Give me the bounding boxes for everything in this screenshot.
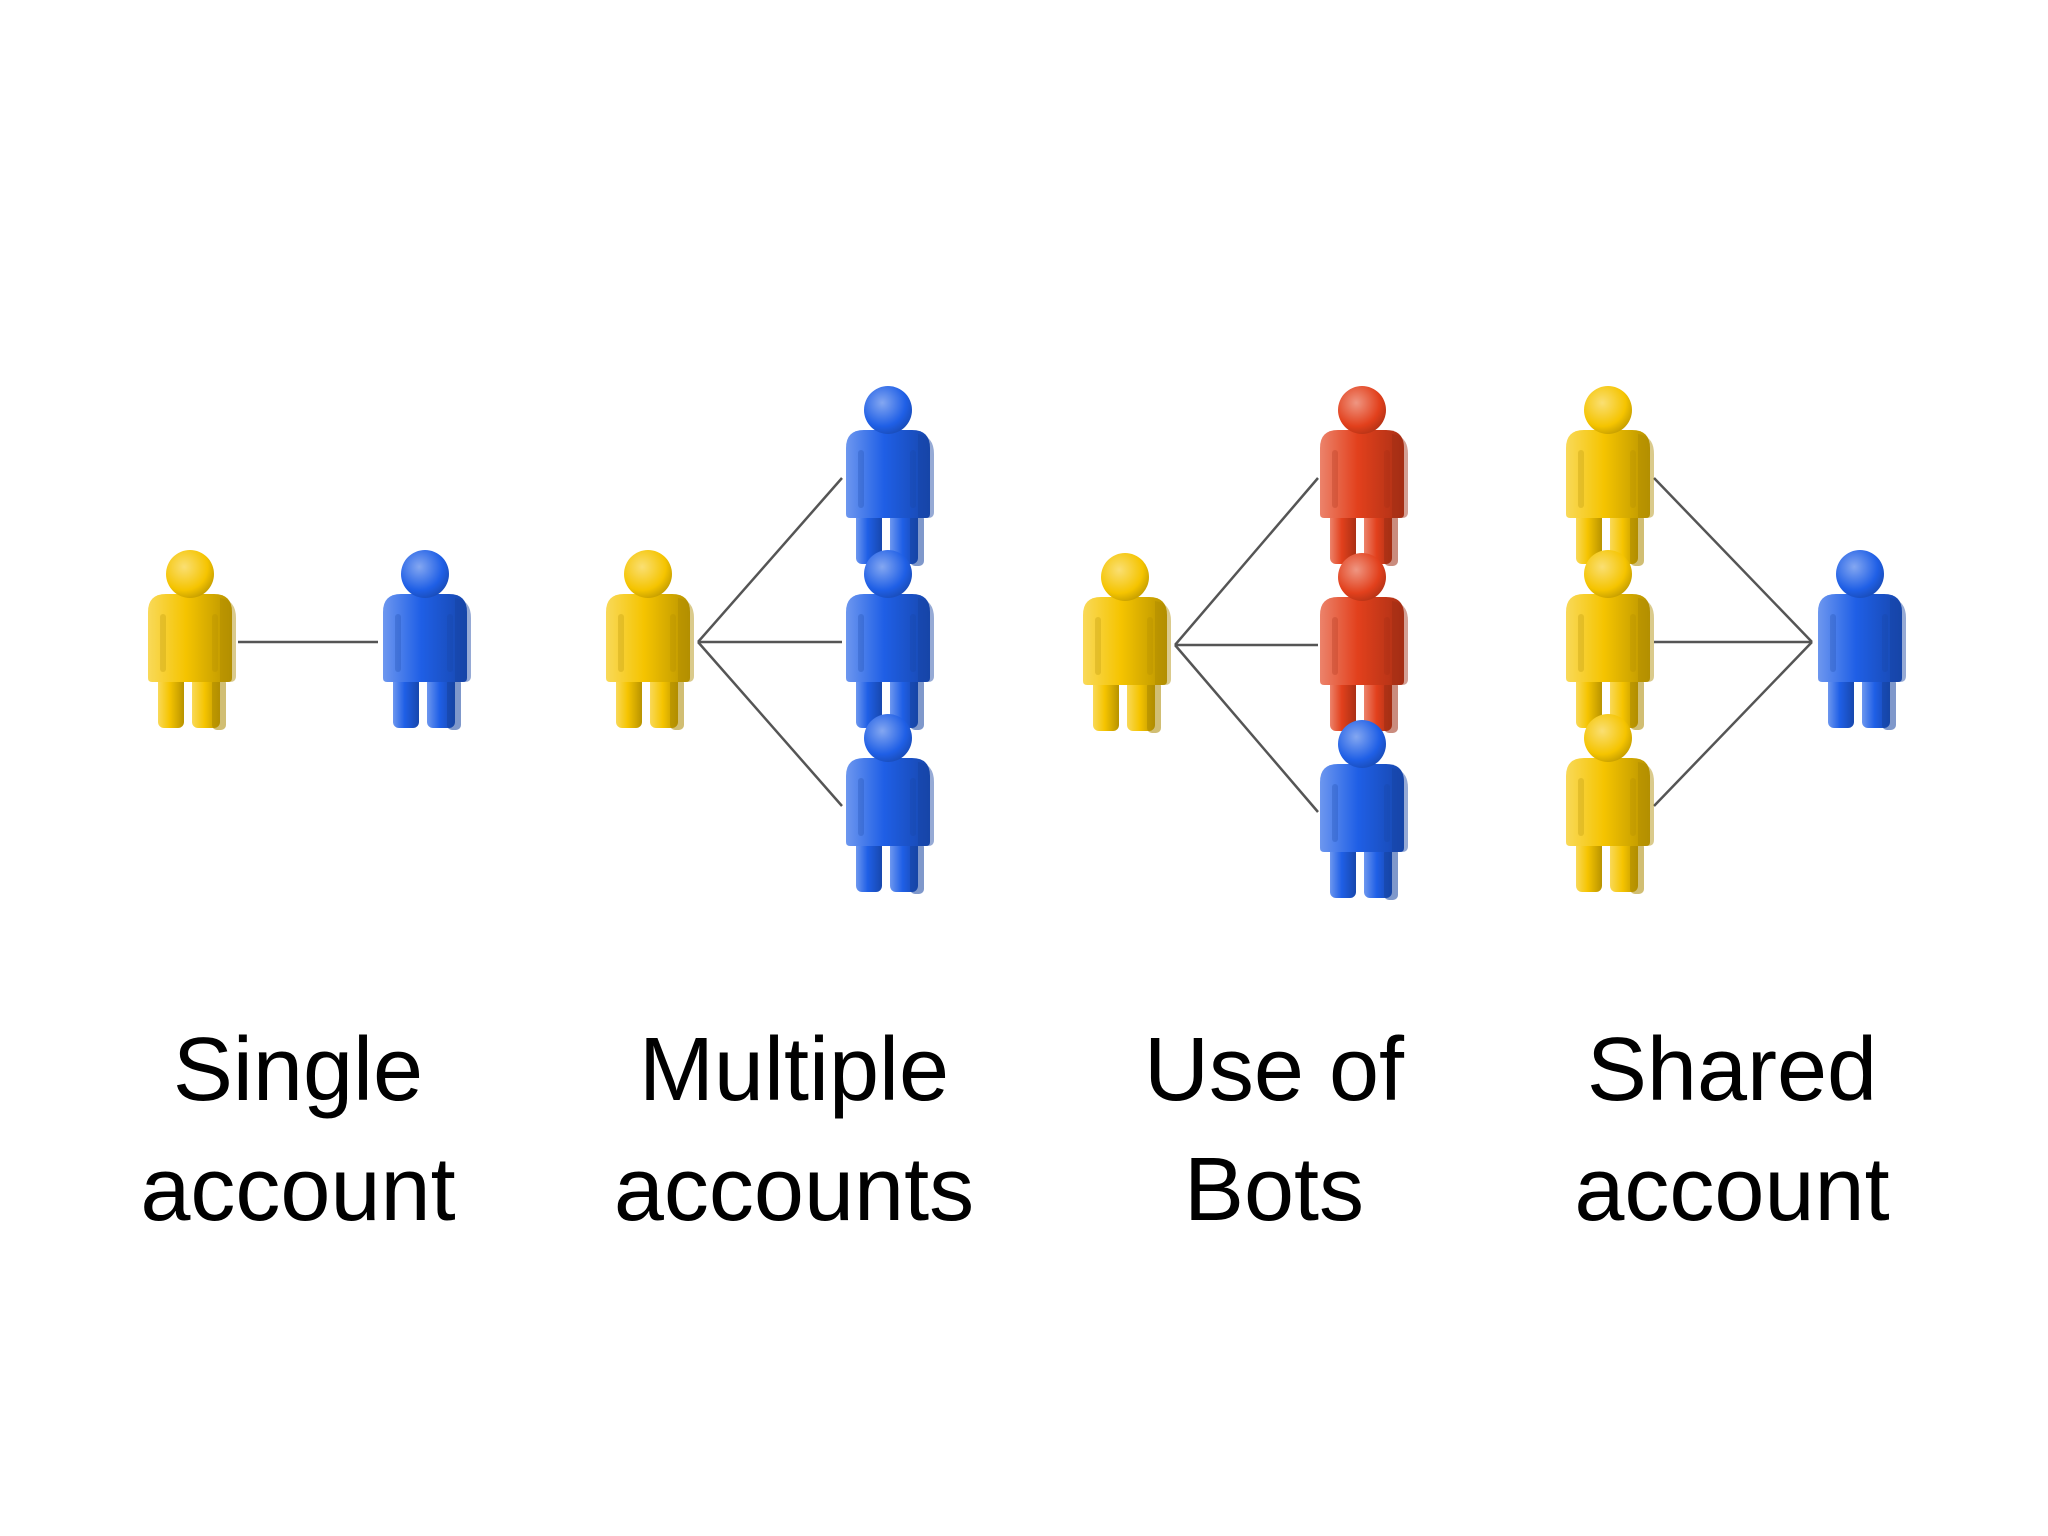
connection-line <box>697 477 843 643</box>
connection-line <box>1174 644 1319 813</box>
label-line-1: Use of <box>1143 1020 1405 1120</box>
account-person-icon <box>846 386 934 566</box>
bot-person-icon <box>1320 386 1408 566</box>
label-line-1: Shared <box>1586 1020 1878 1120</box>
account-person-icon <box>846 714 934 894</box>
label-shared-account: Shared account <box>1492 1010 1972 1250</box>
label-multiple-accounts: Multiple accounts <box>554 1010 1034 1250</box>
account-person-icon <box>383 550 471 730</box>
user-person-icon <box>148 550 236 730</box>
account-person-icon <box>1320 720 1408 900</box>
connection-line <box>1653 641 1813 807</box>
label-line-1: Single <box>172 1020 424 1120</box>
label-use-of-bots: Use of Bots <box>1034 1010 1514 1250</box>
user-person-icon <box>1566 714 1654 894</box>
account-person-icon <box>846 550 934 730</box>
user-person-icon <box>1083 553 1171 733</box>
label-single-account: Single account <box>58 1010 538 1250</box>
connection-line <box>697 641 843 807</box>
user-person-icon <box>1566 386 1654 566</box>
connection-line <box>1653 477 1813 643</box>
user-person-icon <box>1566 550 1654 730</box>
label-line-2: account <box>140 1140 456 1240</box>
account-person-icon <box>1818 550 1906 730</box>
bot-person-icon <box>1320 553 1408 733</box>
label-line-2: Bots <box>1183 1140 1365 1240</box>
label-line-2: account <box>1574 1140 1890 1240</box>
label-line-2: accounts <box>613 1140 975 1240</box>
user-person-icon <box>606 550 694 730</box>
label-line-1: Multiple <box>638 1020 950 1120</box>
connection-line <box>1174 477 1319 646</box>
